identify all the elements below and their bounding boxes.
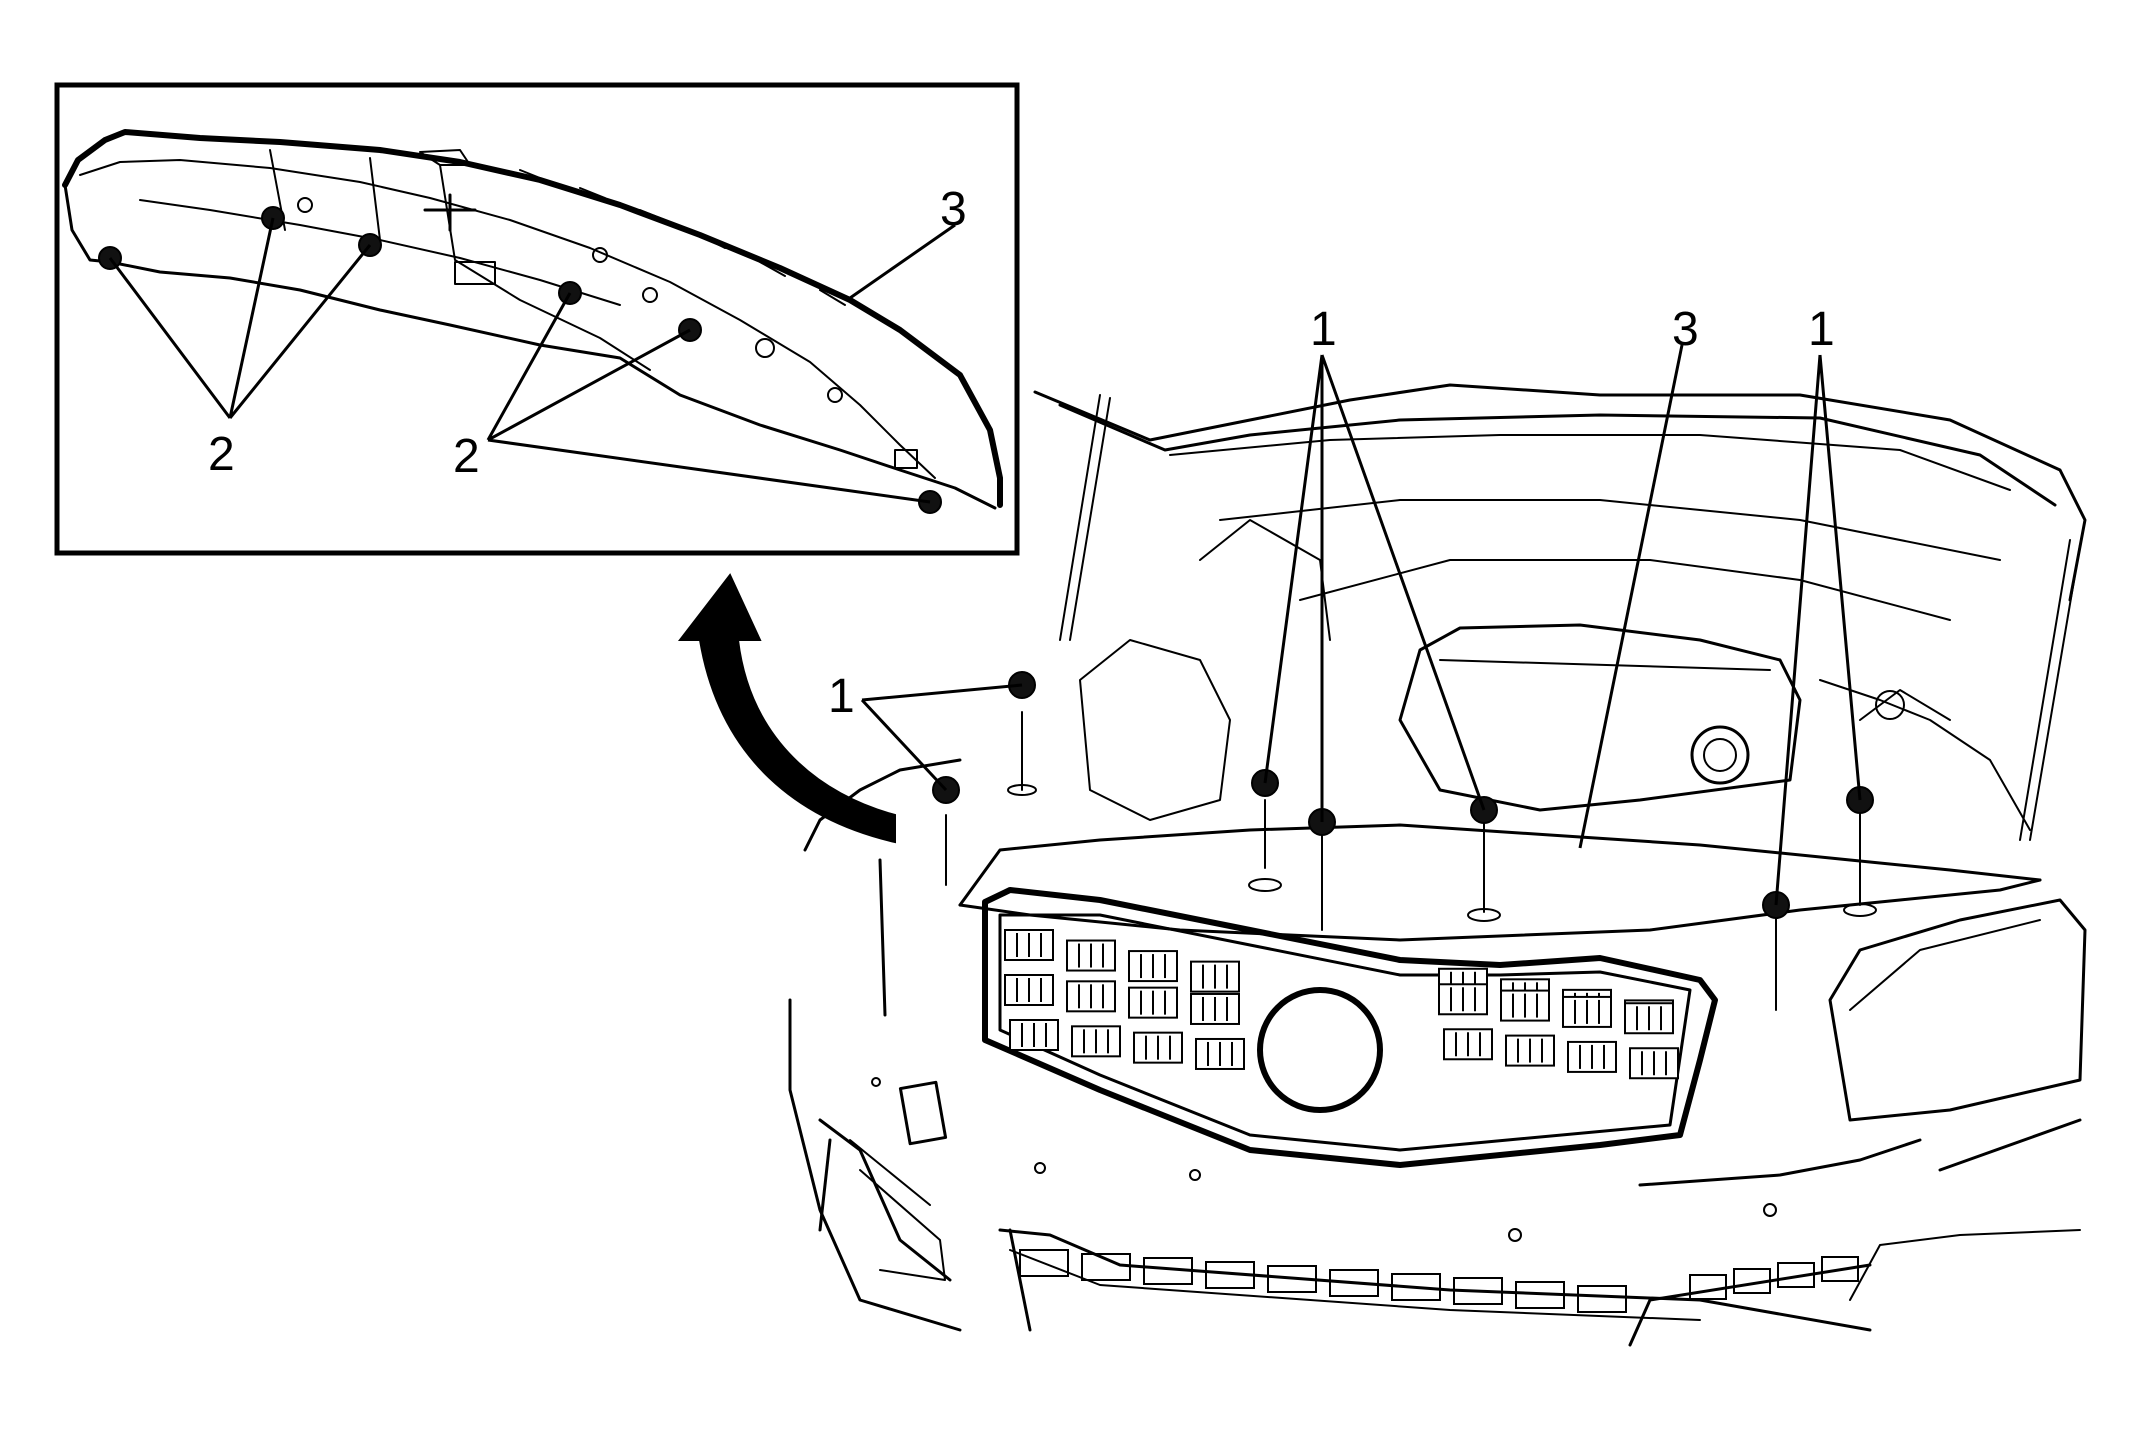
grille <box>982 887 1718 1168</box>
grille-cells <box>1004 929 1859 1313</box>
inset-callout-2-mid: 2 <box>453 430 480 483</box>
inset-callout-3: 3 <box>940 183 967 236</box>
callout-1-left: 1 <box>828 670 855 723</box>
main-leaders <box>860 344 1862 906</box>
lower-grille-cell <box>1689 1274 1727 1300</box>
inset-callout-2-left: 2 <box>208 428 235 481</box>
inset-leaders <box>108 217 956 504</box>
callout-1-right: 1 <box>1808 303 1835 356</box>
inset-frame <box>54 82 1020 556</box>
inset-detail: 2 2 3 <box>54 82 1020 556</box>
emblem <box>1257 987 1383 1113</box>
curved-arrow-icon <box>677 573 896 844</box>
callout-3-main: 3 <box>1672 303 1699 356</box>
callout-1-center: 1 <box>1310 303 1337 356</box>
vehicle-front-view: 1 1 3 1 <box>788 303 2087 1347</box>
lower-grille-cell <box>1577 1285 1627 1313</box>
